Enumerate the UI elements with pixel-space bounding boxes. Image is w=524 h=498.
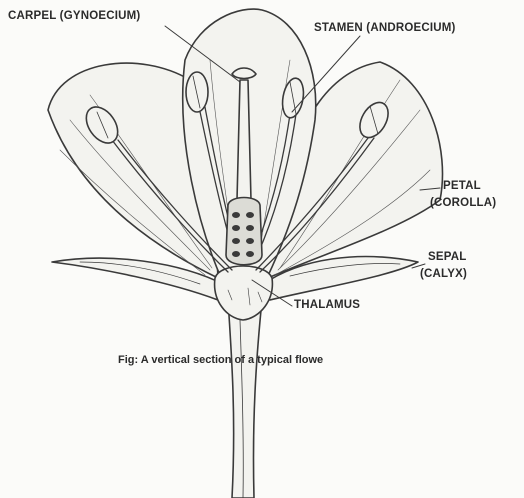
label-stamen: STAMEN (ANDROECIUM) [314,22,456,35]
stalk [228,300,262,498]
label-sepal: SEPAL [428,251,467,264]
label-corolla: (COROLLA) [430,197,496,210]
figure-caption: Fig: A vertical section of a typical flo… [118,354,323,366]
label-calyx: (CALYX) [420,268,467,281]
label-thalamus: THALAMUS [294,299,360,312]
carpel-ovary [226,198,262,265]
carpel-style [237,80,251,200]
thalamus [215,266,273,320]
carpel-stigma [232,68,256,79]
label-petal: PETAL [443,180,481,193]
label-carpel: CARPEL (GYNOECIUM) [8,10,140,23]
